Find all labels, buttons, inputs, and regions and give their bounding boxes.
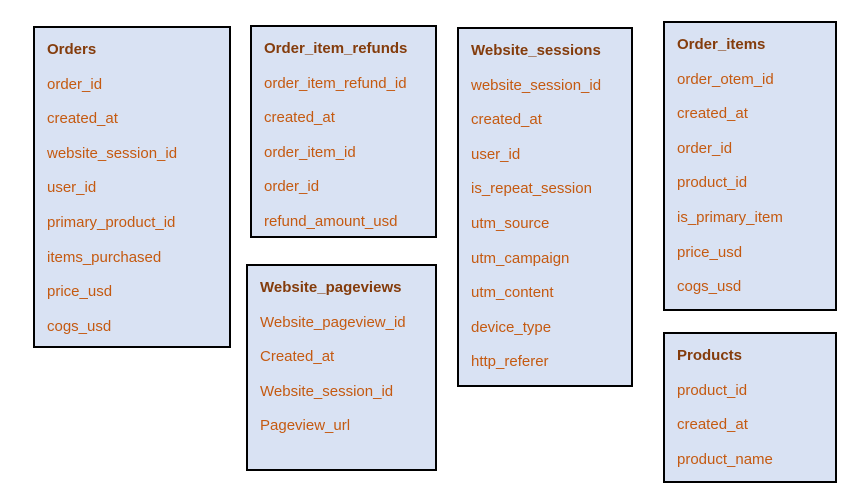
table-field: refund_amount_usd — [264, 212, 398, 230]
table-field: product_name — [677, 450, 773, 468]
table-field: Website_pageview_id — [260, 313, 406, 331]
table-field: order_id — [677, 139, 733, 157]
table-field: utm_campaign — [471, 249, 570, 267]
table-field: product_id — [677, 174, 748, 192]
table-field: user_id — [471, 145, 521, 163]
table-field: utm_source — [471, 214, 550, 232]
table-field: created_at — [677, 416, 748, 434]
table-field: cogs_usd — [677, 278, 742, 296]
table-field: price_usd — [47, 283, 113, 301]
table-field: is_repeat_session — [471, 180, 592, 198]
table-field: website_session_id — [471, 76, 602, 94]
table-field: order_id — [47, 75, 103, 93]
table-field: device_type — [471, 318, 552, 336]
table-title: Order_item_refunds — [264, 40, 408, 57]
table-field: cogs_usd — [47, 317, 112, 335]
table-field: utm_content — [471, 284, 554, 302]
table-field: Pageview_url — [260, 417, 351, 435]
table-title: Order_items — [677, 36, 766, 53]
table-field: product_id — [677, 381, 748, 399]
table-fields: product_id created_at product_name — [677, 374, 823, 478]
table-fields: order_item_refund_id created_at order_item… — [264, 67, 423, 240]
table-title: Orders — [47, 41, 97, 58]
table-title: Website_sessions — [471, 42, 601, 59]
table-products[interactable]: Products product_id created_at product_nam… — [663, 332, 837, 483]
table-field: items_purchased — [47, 248, 162, 266]
table-field: price_usd — [677, 243, 743, 261]
table-field: Website_session_id — [260, 382, 394, 400]
table-field: created_at — [677, 105, 748, 123]
table-field: created_at — [264, 109, 335, 127]
table-fields: website_session_id created_at user_id is_re… — [471, 69, 619, 380]
table-title: Website_pageviews — [260, 279, 402, 296]
table-field: order_otem_id — [677, 70, 774, 88]
table-field: user_id — [47, 179, 97, 197]
table-field: order_id — [264, 178, 320, 196]
table-title: Products — [677, 347, 743, 364]
table-field: primary_product_id — [47, 213, 176, 231]
table-field: is_primary_item — [677, 208, 783, 226]
table-field: Created_at — [260, 348, 335, 366]
table-field: created_at — [47, 110, 118, 128]
table-field: order_item_refund_id — [264, 74, 407, 92]
table-orders[interactable]: Orders order_id created_at website_session… — [33, 26, 231, 348]
table-field: created_at — [471, 111, 542, 129]
table-fields: order_otem_id created_at order_id product_i… — [677, 63, 823, 305]
table-field: order_item_id — [264, 143, 356, 161]
table-field: website_session_id — [47, 144, 178, 162]
table-field: http_referer — [471, 353, 549, 371]
